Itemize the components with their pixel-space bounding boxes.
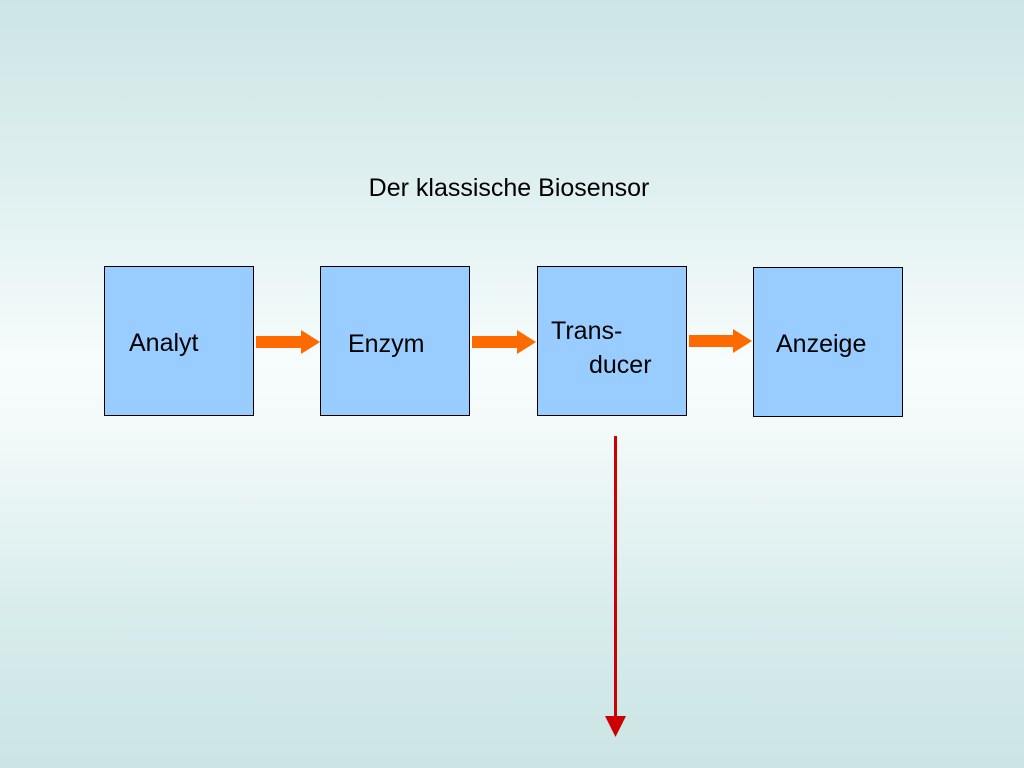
anzeige-box: Anzeige bbox=[753, 267, 903, 417]
transducer-label-line2: ducer bbox=[589, 351, 652, 379]
anzeige-label: Anzeige bbox=[776, 330, 867, 358]
enzym-box: Enzym bbox=[320, 266, 470, 416]
diagram-title: Der klassische Biosensor bbox=[368, 174, 650, 202]
arrow-analyt-to-enzym bbox=[256, 330, 320, 354]
analyt-box: Analyt bbox=[104, 266, 254, 416]
transducer-box: Trans- ducer bbox=[537, 266, 687, 416]
arrow-enzym-to-transducer bbox=[472, 330, 536, 354]
analyt-label: Analyt bbox=[129, 329, 199, 357]
enzym-label: Enzym bbox=[348, 330, 425, 358]
arrow-transducer-to-anzeige bbox=[689, 329, 752, 353]
arrow-transducer-output bbox=[605, 436, 626, 737]
transducer-label-line1: Trans- bbox=[551, 317, 623, 345]
